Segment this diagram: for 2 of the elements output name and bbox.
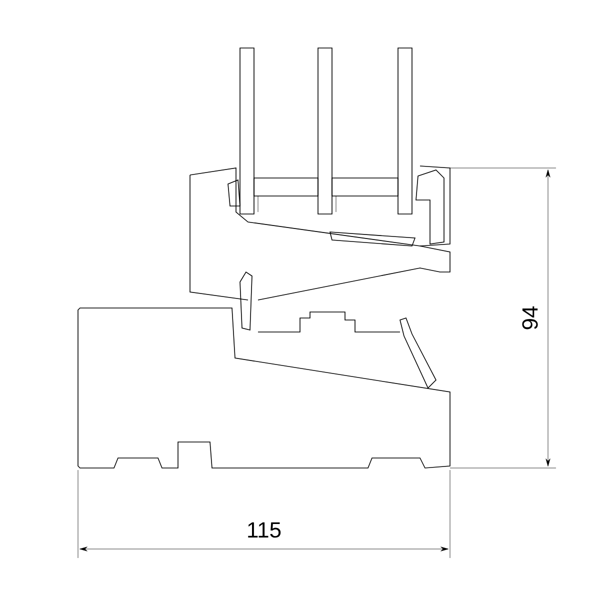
dimension-label: 115 (248, 522, 281, 538)
dimension-label: 94 (522, 306, 538, 330)
